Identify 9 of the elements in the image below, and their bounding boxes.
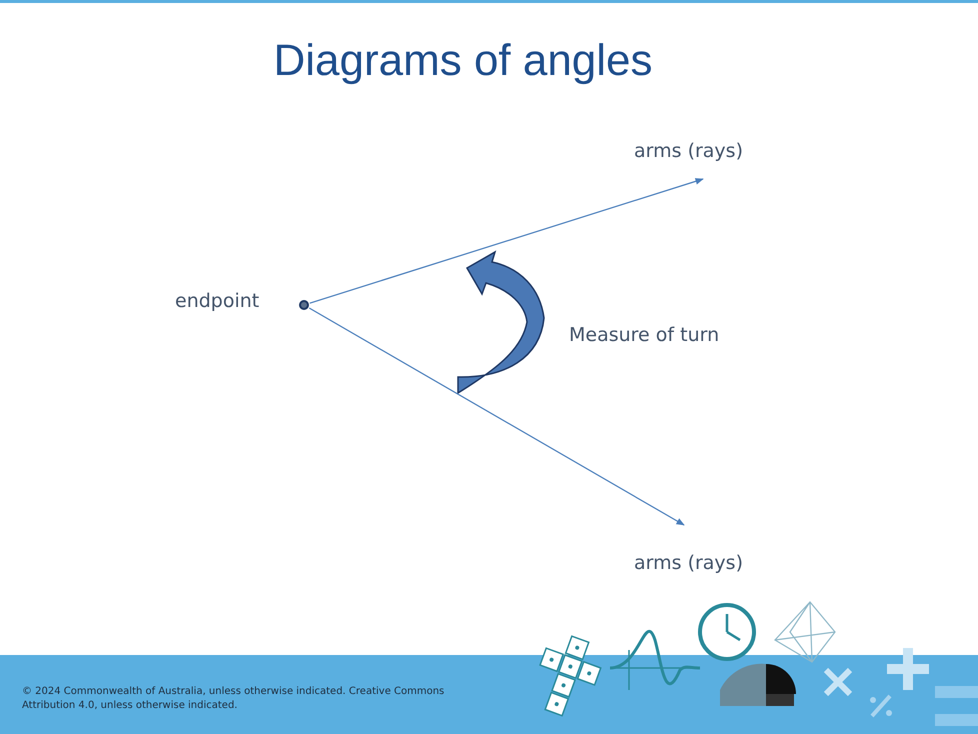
copyright-notice: © 2024 Commonwealth of Australia, unless otherwise indicated. Creative Commons Attribution 4.0, unless otherwise indicated. xyxy=(22,685,446,713)
angle-label: Measure of turn xyxy=(569,324,720,346)
ray-label: arms (rays) xyxy=(634,552,743,574)
endpoint-dot xyxy=(299,300,309,310)
ray-arrow xyxy=(308,307,685,526)
ray-arrow xyxy=(310,178,704,304)
slide-title: Diagrams of angles xyxy=(272,36,654,86)
ray-label: arms (rays) xyxy=(634,140,743,162)
point-label: endpoint xyxy=(175,290,260,312)
